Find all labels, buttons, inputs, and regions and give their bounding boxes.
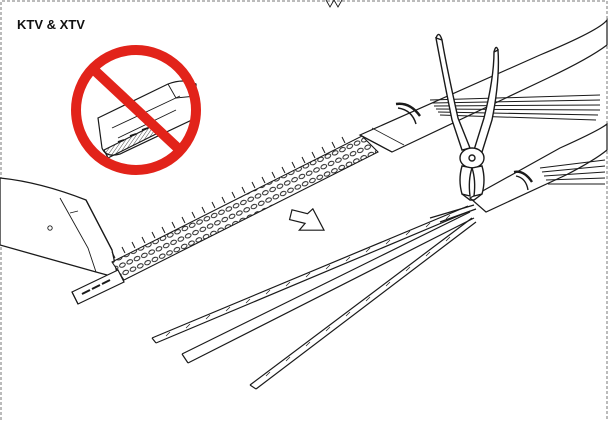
pliers-icon bbox=[435, 33, 500, 201]
product-label: KTV & XTV bbox=[17, 17, 85, 32]
upper-cable bbox=[358, 18, 608, 153]
flat-conductor bbox=[71, 269, 125, 305]
direction-arrow-icon bbox=[288, 207, 326, 231]
braided-shield bbox=[111, 135, 379, 281]
top-mark bbox=[325, 0, 343, 8]
cable-jacket-left bbox=[0, 177, 119, 279]
wire-fan bbox=[151, 204, 477, 390]
prohibition-icon bbox=[71, 45, 201, 175]
lower-cable bbox=[468, 122, 608, 213]
